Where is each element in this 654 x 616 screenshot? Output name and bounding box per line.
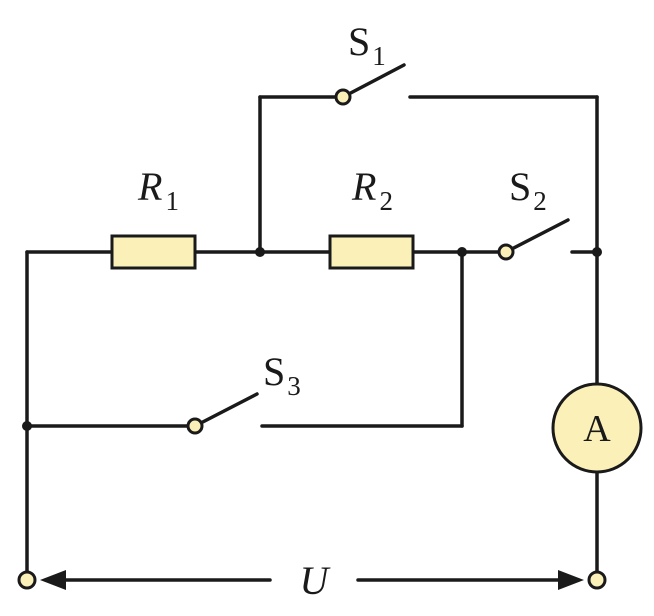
switch-s2 [497, 218, 570, 261]
label-s3-main: S [263, 349, 285, 394]
resistor-r1 [110, 234, 197, 270]
label-s2-sub: 2 [533, 186, 547, 216]
switch-s1-pivot [334, 88, 352, 106]
label-r1-sub: 1 [165, 186, 179, 216]
switch-s2-pivot [497, 243, 515, 261]
voltage-indicator: U [40, 558, 584, 603]
label-s3: S3 [263, 349, 301, 401]
ammeter: A [551, 382, 643, 474]
label-s1-main: S [348, 19, 370, 64]
switch-s3-blade [193, 392, 259, 428]
junction-node-left [22, 421, 32, 431]
ammeter-label: A [583, 408, 611, 450]
label-r1-main: R [137, 164, 162, 209]
label-r2-main: R [351, 164, 376, 209]
switch-s1 [334, 63, 406, 106]
junction-node-r2-right [457, 247, 467, 257]
ammeter-circle [551, 382, 643, 474]
terminal-right [587, 570, 607, 590]
voltage-label: U [300, 558, 332, 603]
switch-s3-pivot [186, 417, 204, 435]
label-s2: S2 [509, 164, 547, 216]
switch-s1-blade [341, 63, 406, 99]
label-r2-sub: 2 [379, 186, 393, 216]
junction-node-right [592, 247, 602, 257]
switch-s3 [186, 392, 259, 435]
resistor-r2 [328, 234, 415, 270]
junction-node-middle [255, 247, 265, 257]
label-s2-main: S [509, 164, 531, 209]
label-s3-sub: 3 [287, 371, 301, 401]
switch-s2-blade [504, 218, 570, 254]
terminal-left [17, 570, 37, 590]
label-s1-sub: 1 [372, 41, 386, 71]
voltage-arrow-left-head [40, 570, 66, 590]
voltage-arrow-right-head [558, 570, 584, 590]
label-s1: S1 [348, 19, 386, 71]
